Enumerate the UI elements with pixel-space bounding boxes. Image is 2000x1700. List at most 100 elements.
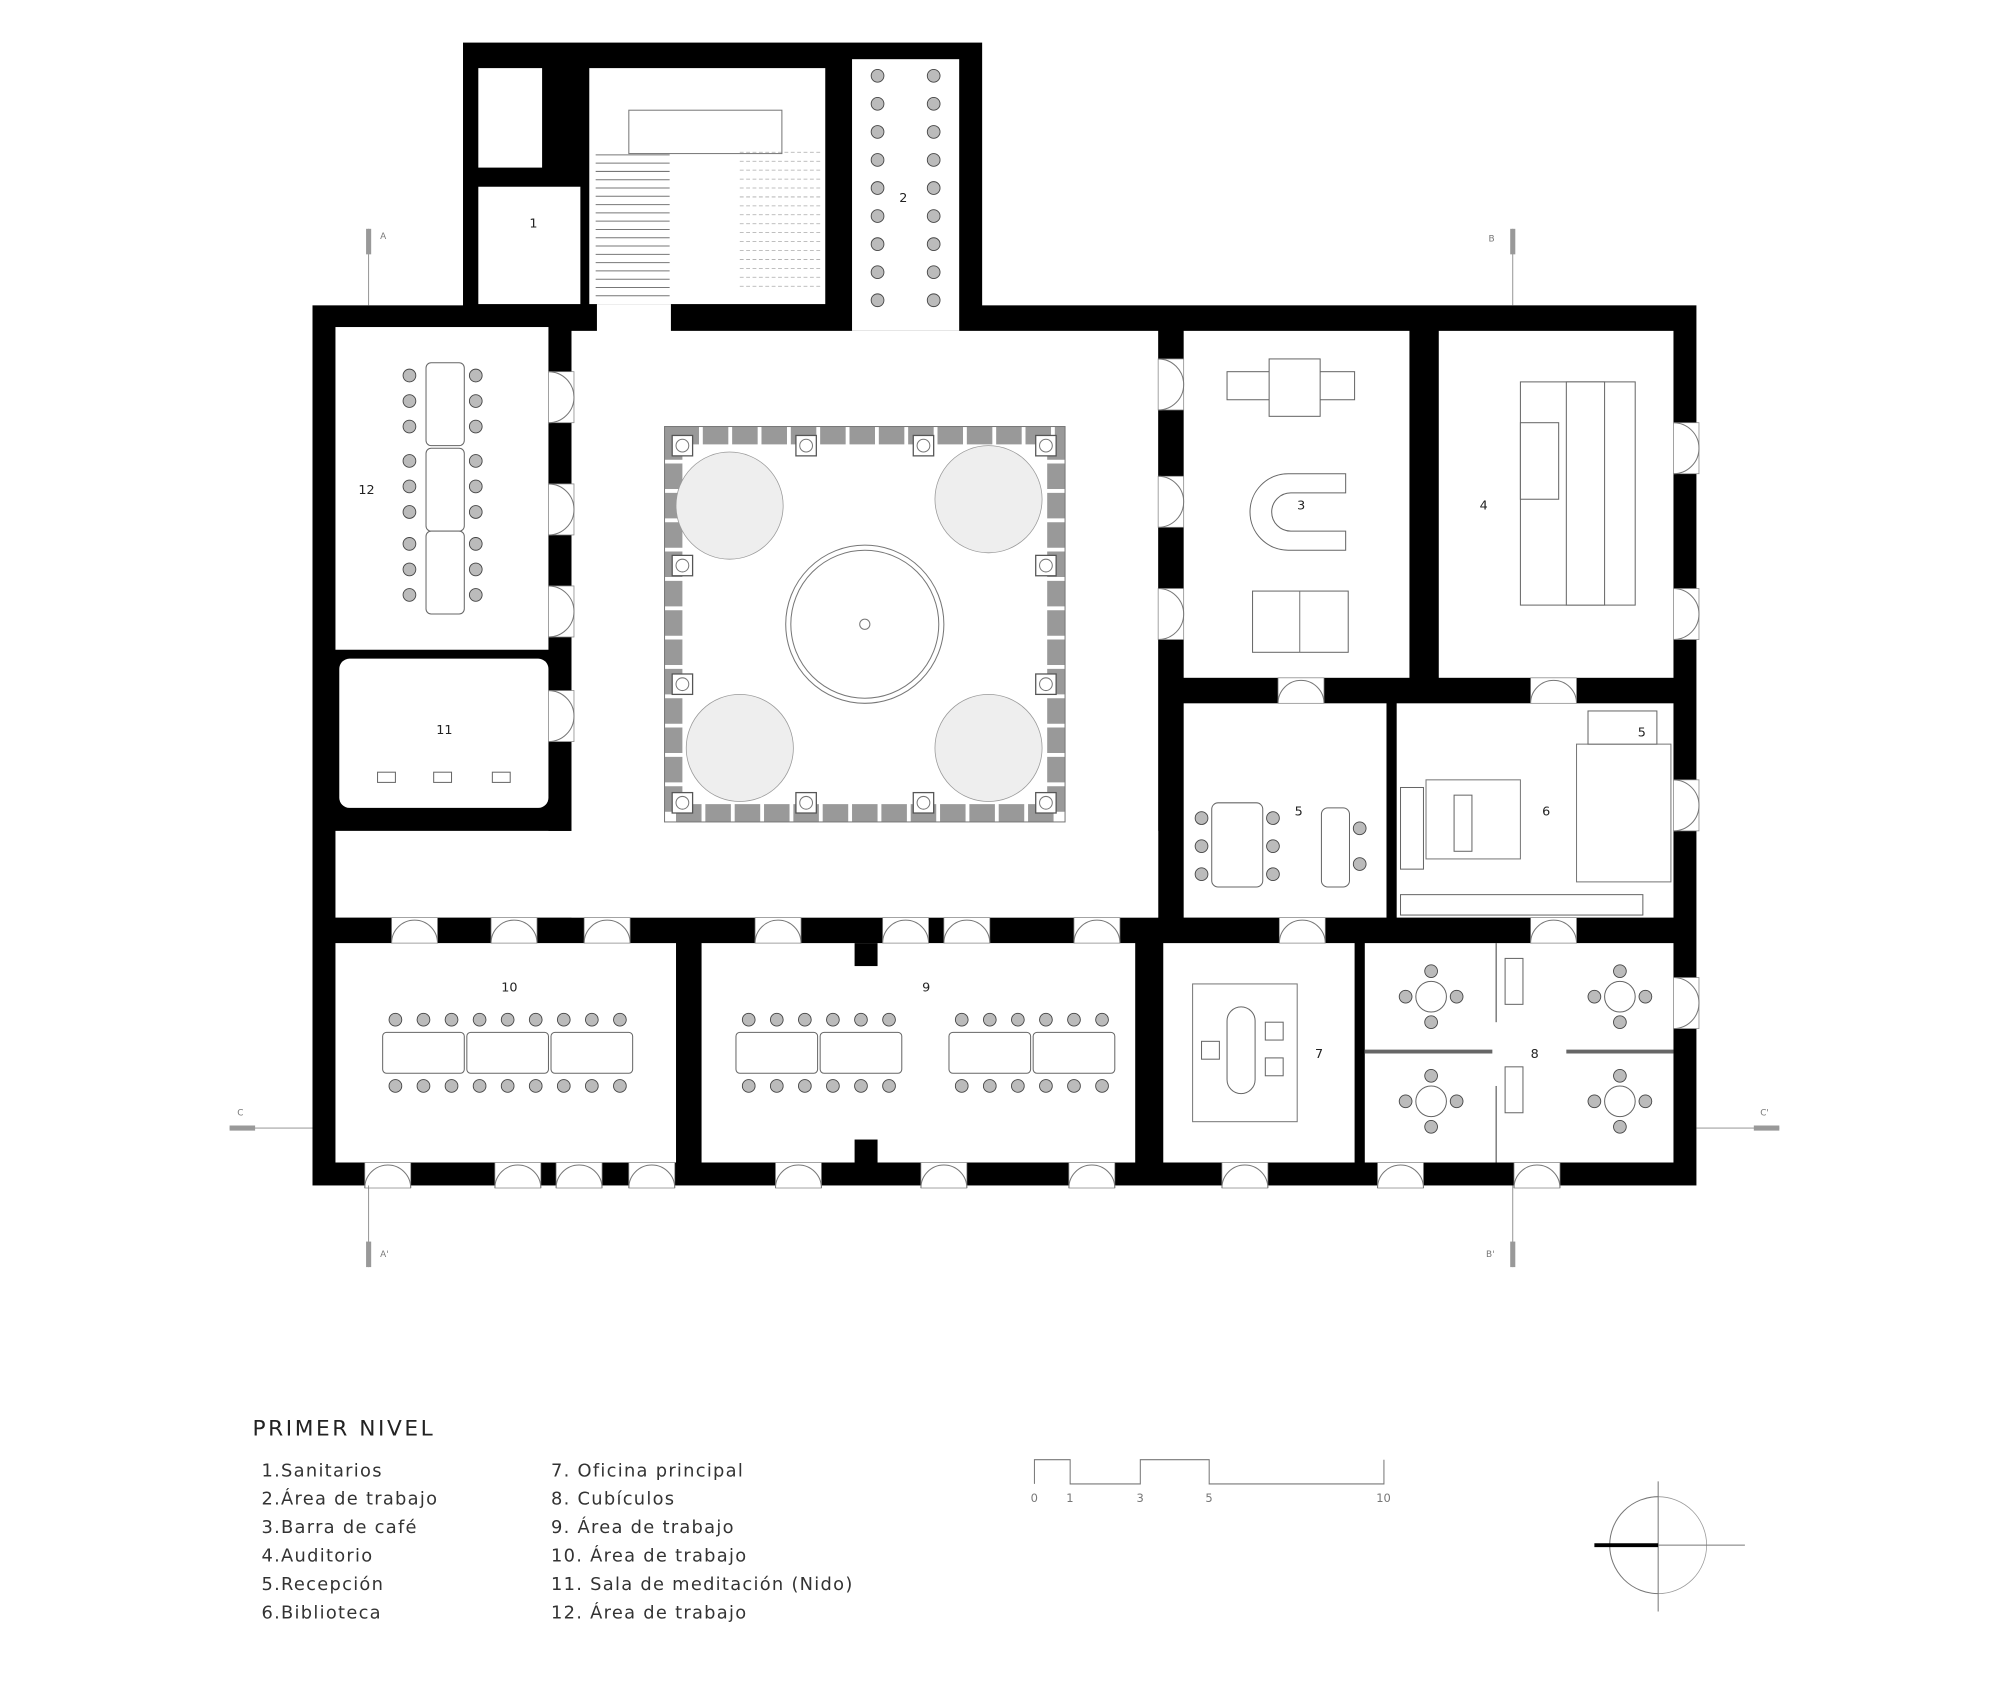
section-label-a2: A' [380,1250,389,1260]
reception-desk [1320,807,1350,888]
section-markers: A A' B B' C C' [229,228,1780,1268]
column [1035,791,1057,814]
chair-icon [402,537,417,551]
scale-label: 10 [1376,1491,1391,1505]
chair-icon [870,293,885,308]
chair-icon [954,1079,969,1093]
chair-icon [1095,1079,1109,1093]
stage [1565,381,1606,606]
column [795,434,817,457]
door [882,917,929,944]
door-swing [628,1164,676,1189]
chair-icon [882,1079,896,1093]
legend-item: 3.Barra de café [261,1517,417,1538]
door-swing [754,919,802,944]
scale-label: 3 [1136,1491,1143,1505]
column [675,438,690,453]
chair-icon [1011,1012,1025,1027]
chair-icon [1039,1012,1053,1027]
door [1377,1162,1424,1189]
room-1 [478,186,581,305]
door [1157,475,1185,528]
chair-icon [402,419,417,434]
desk [735,1031,819,1074]
chair-icon [556,1079,571,1093]
door [1221,1162,1269,1189]
column [1039,558,1053,573]
legend-item: 6.Biblioteca [261,1602,381,1623]
room-2 [852,59,960,331]
stairs-area [589,68,826,305]
door [628,1162,676,1189]
chair-icon [1398,1094,1413,1109]
room-label-9: 9 [922,981,930,996]
north-arrow-icon [1594,1481,1745,1612]
chair-icon [444,1012,459,1027]
door [494,1162,542,1189]
door-swing [1158,588,1185,641]
column [854,943,878,967]
door [1157,588,1185,640]
chair-icon [982,1079,997,1093]
partition-wall [683,943,702,1163]
chair-icon [1638,1094,1653,1109]
bookshelf [1400,894,1644,916]
sofa [1400,786,1424,870]
column [1039,438,1053,453]
door [1068,1162,1116,1189]
chair-icon [528,1079,543,1093]
scale-label: 1 [1066,1491,1073,1505]
door-swing [1073,919,1121,944]
patio-edge [664,426,1066,823]
office-table [1226,1006,1256,1095]
chair-icon [926,181,941,195]
legend-item: 9. Área de trabajo [551,1516,735,1538]
room-label-1: 1 [529,217,537,232]
chair-icon [444,1079,459,1093]
column [799,795,814,810]
desk [425,447,465,532]
chair-icon [982,1012,997,1027]
chair-icon [468,394,483,408]
chair-icon [468,454,483,468]
chair-icon [585,1079,599,1093]
column [854,1139,878,1163]
meditation-cushion [491,771,511,783]
armchair [1264,1057,1284,1077]
door-swing [1673,588,1700,641]
chair-icon [1449,1094,1464,1109]
door [754,917,802,944]
door-swing [1513,1164,1561,1189]
chair-icon [1638,989,1653,1004]
chair-icon [1039,1079,1053,1093]
legend-item: 12. Área de trabajo [551,1601,747,1623]
desk [819,1031,903,1074]
chair-icon [388,1012,403,1027]
column [916,795,931,810]
door-swing [548,690,575,743]
door-swing [548,585,575,638]
chair-icon [954,1012,969,1027]
chair-icon [1067,1079,1081,1093]
plan-title: PRIMER NIVEL [253,1416,436,1441]
room-11 [339,658,549,808]
door-swing [494,1164,542,1189]
chair-icon [1587,989,1602,1004]
hall [335,830,1159,918]
chair-icon [870,97,885,111]
section-mark-c [229,1125,256,1131]
chair-icon [769,1012,784,1027]
section-label-c: C [237,1108,243,1118]
chair-icon [1587,1094,1602,1109]
section-label-b: B [1489,235,1495,245]
armchair [1264,1021,1284,1041]
chair-icon [926,209,941,223]
office-rug [1192,983,1298,1123]
legend-item: 10. Área de trabajo [551,1545,747,1567]
round-table [1415,980,1447,1013]
section-label-b2: B' [1486,1250,1495,1260]
door [775,1162,822,1189]
